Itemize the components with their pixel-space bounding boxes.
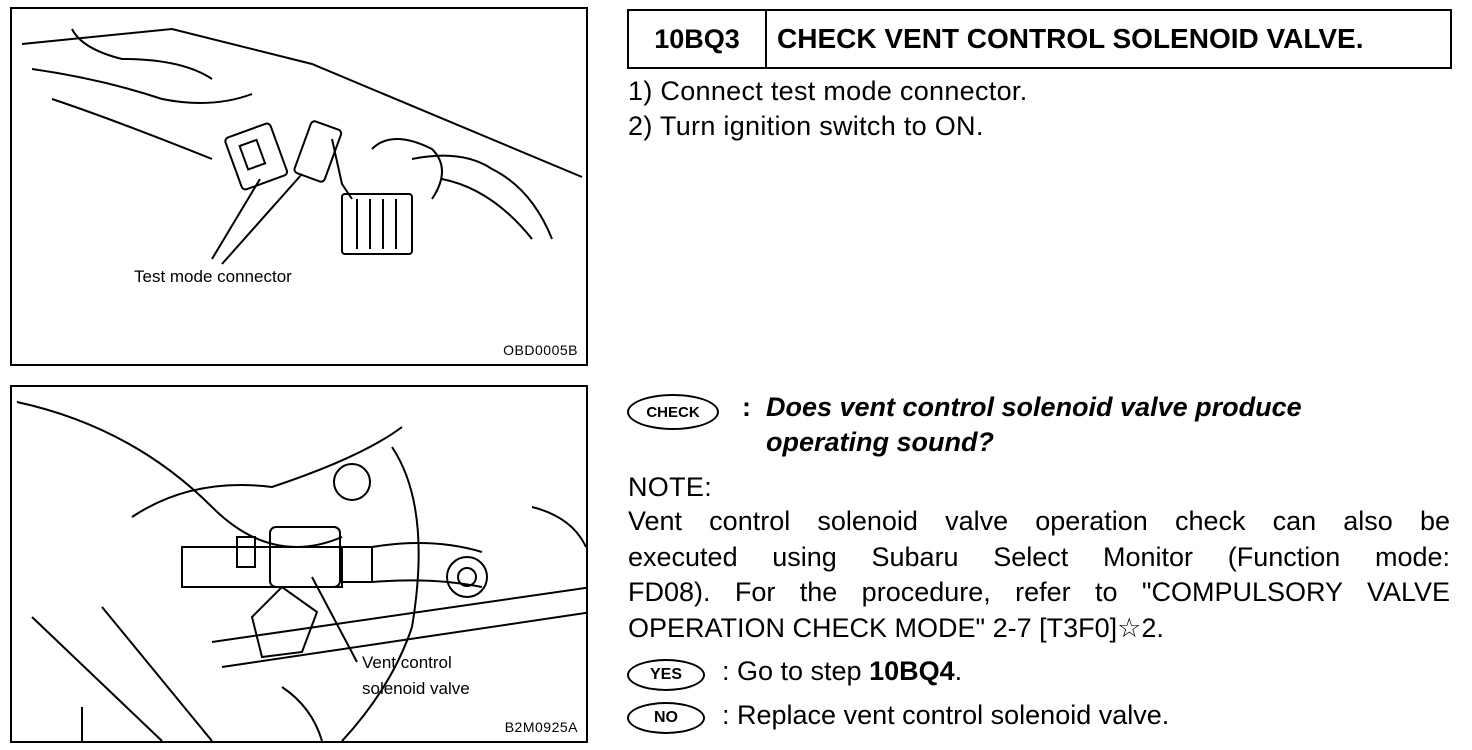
check-question-line1: Does vent control solenoid valve produce — [766, 392, 1302, 422]
callout-test-mode-connector: Test mode connector — [134, 267, 292, 286]
no-badge: NO — [627, 702, 705, 734]
figure-test-mode-connector-drawing — [21, 27, 583, 265]
note-line-1: Vent control solenoid valve operation ch… — [628, 506, 1450, 536]
procedure-list: 1) Connect test mode connector. 2) Turn … — [628, 74, 1028, 144]
yes-answer: : Go to step 10BQ4. — [722, 656, 962, 687]
figure-code: B2M0925A — [504, 719, 578, 735]
figure-vent-control-solenoid-valve-drawing — [16, 401, 586, 741]
yes-answer-target: 10BQ4 — [869, 656, 955, 686]
callout-vent-control-line1: Vent control — [362, 653, 452, 672]
step-title: CHECK VENT CONTROL SOLENOID VALVE. — [777, 23, 1364, 54]
figure-test-mode-connector: Test mode connector OBD0005B — [10, 7, 588, 366]
note-line-2: executed using Subaru Select Monitor (Fu… — [628, 541, 1450, 572]
step-id: 10BQ3 — [629, 11, 767, 67]
no-answer: : Replace vent control solenoid valve. — [722, 700, 1170, 730]
step-header: 10BQ3 CHECK VENT CONTROL SOLENOID VALVE. — [627, 9, 1452, 69]
note-line-4: OPERATION CHECK MODE" 2-7 [T3F0]☆2. — [628, 612, 1164, 643]
procedure-step-2: 2) Turn ignition switch to ON. — [628, 111, 984, 141]
yes-badge: YES — [627, 659, 705, 691]
callout-vent-control-line2: solenoid valve — [362, 679, 470, 698]
yes-answer-end: . — [954, 656, 963, 686]
check-question-line2: operating sound? — [766, 427, 994, 457]
check-colon: : — [742, 392, 751, 422]
figure-vent-control-solenoid-valve: Vent control solenoid valve B2M0925A — [10, 385, 588, 743]
check-question: Does vent control solenoid valve produce… — [766, 390, 1446, 460]
check-badge: CHECK — [627, 394, 719, 430]
figure-code: OBD0005B — [503, 342, 578, 358]
note-body: Vent control solenoid valve operation ch… — [628, 504, 1450, 646]
note-line-3: FD08). For the procedure, refer to "COMP… — [628, 577, 1450, 607]
procedure-step-1: 1) Connect test mode connector. — [628, 76, 1028, 106]
yes-answer-text: : Go to step — [722, 656, 870, 686]
note-label: NOTE: — [628, 472, 713, 502]
